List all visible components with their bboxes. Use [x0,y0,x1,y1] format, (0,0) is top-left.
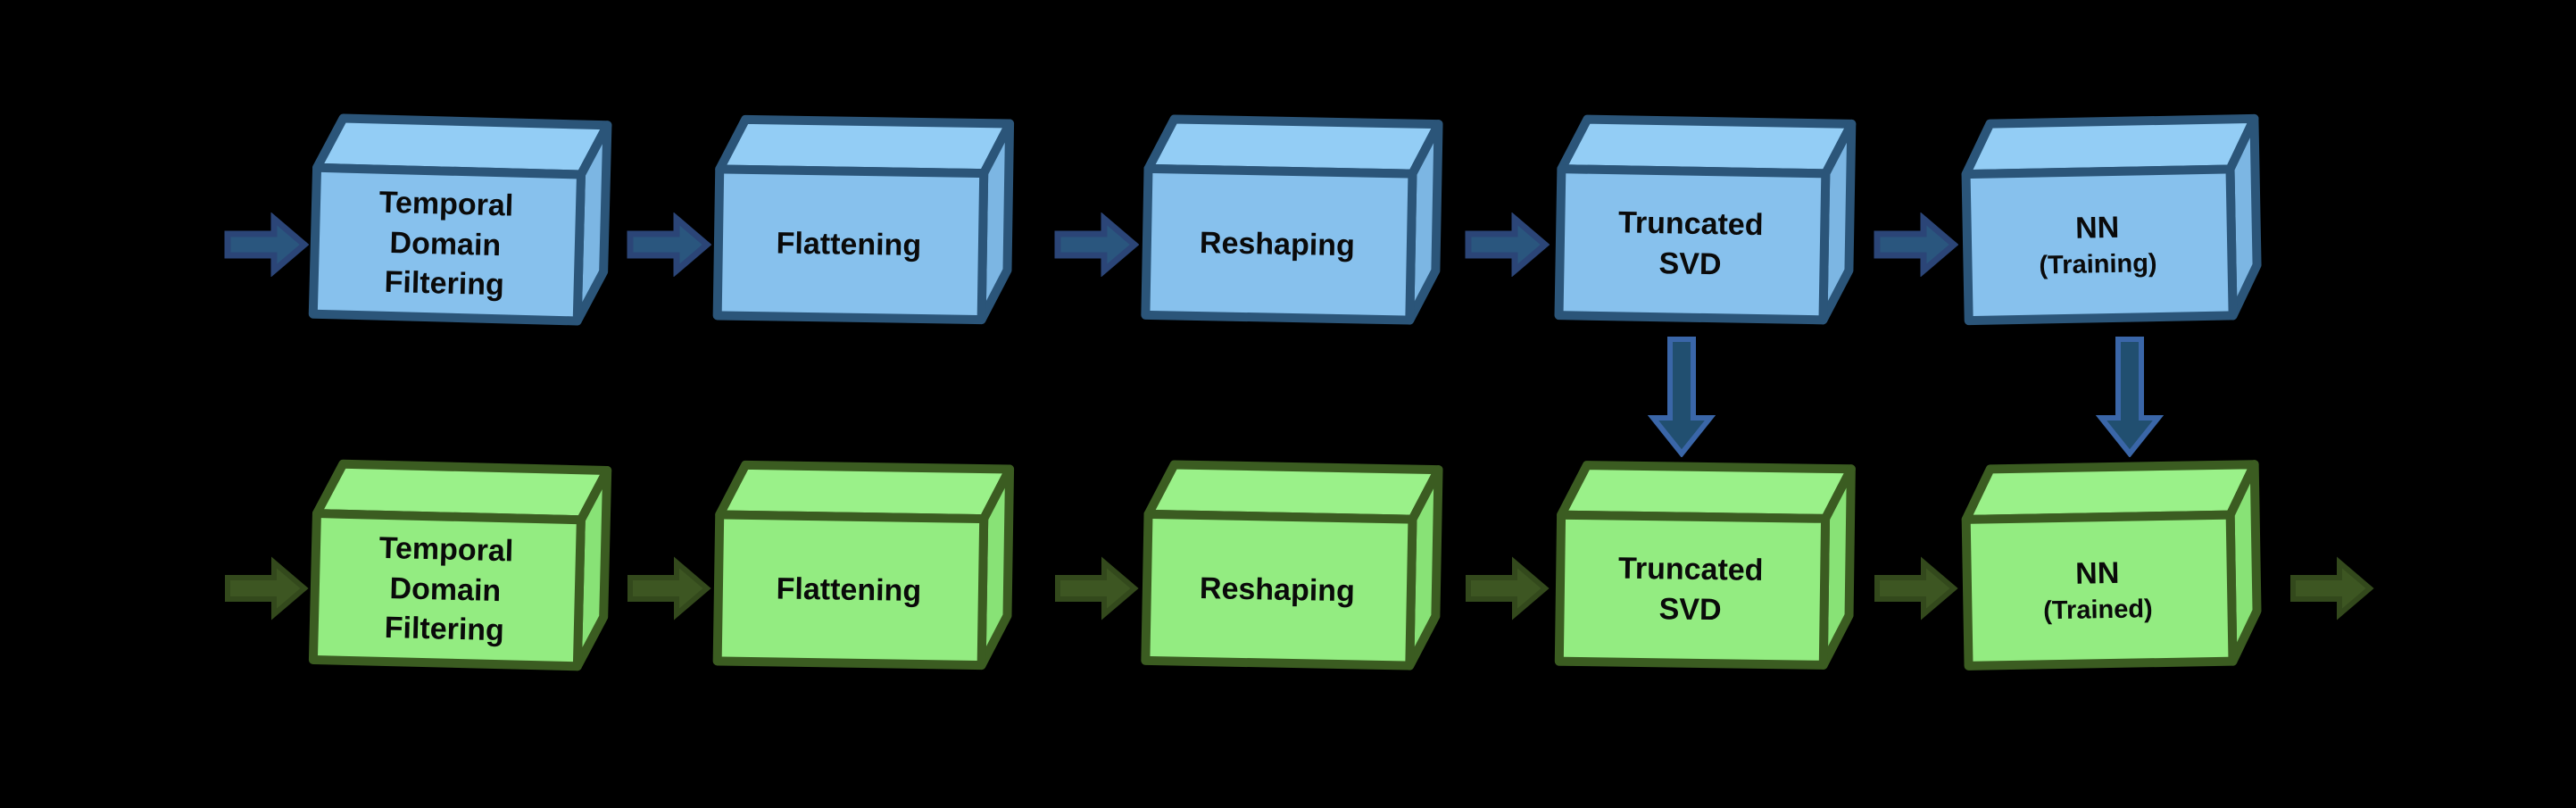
node-label-text: Reshaping [1199,571,1356,608]
right-arrow-icon [224,212,309,277]
node-label: Reshaping [1168,514,1385,665]
node-trained-reshaping: Reshaping [1140,459,1443,671]
cube-3d-shape [308,113,612,326]
node-trained-flattening: Flattening [712,459,1016,671]
node-label-text: NN [2074,556,2120,592]
right-arrow-icon [1054,212,1139,277]
node-label-text: Truncated SVD [1617,205,1764,282]
node-training-truncated-svd: Truncated SVD [1553,113,1857,326]
arrow-training-svd-to-nn [1874,212,1958,277]
cube-front-face [1141,509,1417,671]
down-arrow-icon [2096,337,2164,457]
cube-3d-shape [1554,461,1856,670]
arrow-trained-reshaping-to-svd [1466,556,1550,621]
arrow-trained-input [225,556,309,621]
cube-top-face [1557,461,1856,523]
cube-3d-shape [308,459,612,671]
node-label-text: NN [2074,211,2120,246]
cube-front-face [1961,164,2238,326]
node-label-text: Temporal Domain Filtering [378,185,514,303]
arrow-trained-output [2290,556,2374,621]
right-arrow-icon [1466,556,1550,621]
cube-front-face [1961,510,2238,671]
cube-front-face [712,164,989,325]
right-arrow-icon [1055,556,1139,621]
node-trained-nn: NN (Trained) [1960,459,2264,671]
cube-3d-shape [712,114,1015,325]
right-arrow-icon [1874,212,1958,277]
arrow-training-filtering-to-flattening [627,212,711,277]
down-arrow-icon [1648,337,1716,457]
node-trained-temporal-domain-filtering: Temporal Domain Filtering [308,458,613,672]
node-label: Truncated SVD [1583,170,1799,320]
node-label-text: Flattening [776,571,922,608]
node-label: Temporal Domain Filtering [337,168,554,320]
node-label-text: Temporal Domain Filtering [378,530,514,648]
arrow-training-input [224,212,309,277]
right-arrow-icon [627,556,711,621]
right-arrow-icon [1874,556,1958,621]
cube-front-face [1554,510,1831,670]
arrow-trained-flattening-to-reshaping [1055,556,1139,621]
node-sublabel-text: (Training) [2039,249,2157,280]
arrow-nn-transfer-down [2096,337,2164,457]
node-label-text: Truncated SVD [1617,551,1764,628]
cube-3d-shape [1554,114,1857,325]
node-sublabel-text: (Trained) [2042,595,2153,626]
right-arrow-icon [2290,556,2374,621]
arrow-training-reshaping-to-svd [1465,212,1550,277]
node-label: Truncated SVD [1583,515,1799,664]
node-label: Reshaping [1168,169,1385,320]
arrow-trained-filtering-to-flattening [627,556,711,621]
cube-3d-shape [1961,113,2262,326]
cube-front-face [308,162,586,326]
cube-3d-shape [1961,460,2262,671]
right-arrow-icon [225,556,309,621]
node-label: Flattening [741,515,958,665]
arrow-trained-svd-to-nn [1874,556,1958,621]
node-training-nn: NN (Training) [1959,113,2263,326]
cube-front-face [712,510,989,671]
node-training-reshaping: Reshaping [1140,113,1443,326]
arrow-training-flattening-to-reshaping [1054,212,1139,277]
cube-front-face [1141,163,1417,325]
node-training-temporal-domain-filtering: Temporal Domain Filtering [308,112,613,328]
node-label: Flattening [741,170,958,320]
cube-3d-shape [1141,460,1443,671]
node-label: NN (Trained) [1990,515,2206,665]
cube-3d-shape [712,460,1015,671]
node-label-text: Reshaping [1199,225,1356,262]
node-training-flattening: Flattening [712,113,1016,325]
node-label: NN (Training) [1990,170,2206,321]
node-trained-truncated-svd: Truncated SVD [1554,460,1857,671]
node-label: Temporal Domain Filtering [337,514,554,666]
cube-front-face [1554,164,1831,325]
right-arrow-icon [1465,212,1550,277]
right-arrow-icon [627,212,711,277]
node-label-text: Flattening [776,226,922,262]
cube-3d-shape [1141,114,1443,325]
arrow-svd-transfer-down [1648,337,1716,457]
cube-front-face [308,509,586,671]
